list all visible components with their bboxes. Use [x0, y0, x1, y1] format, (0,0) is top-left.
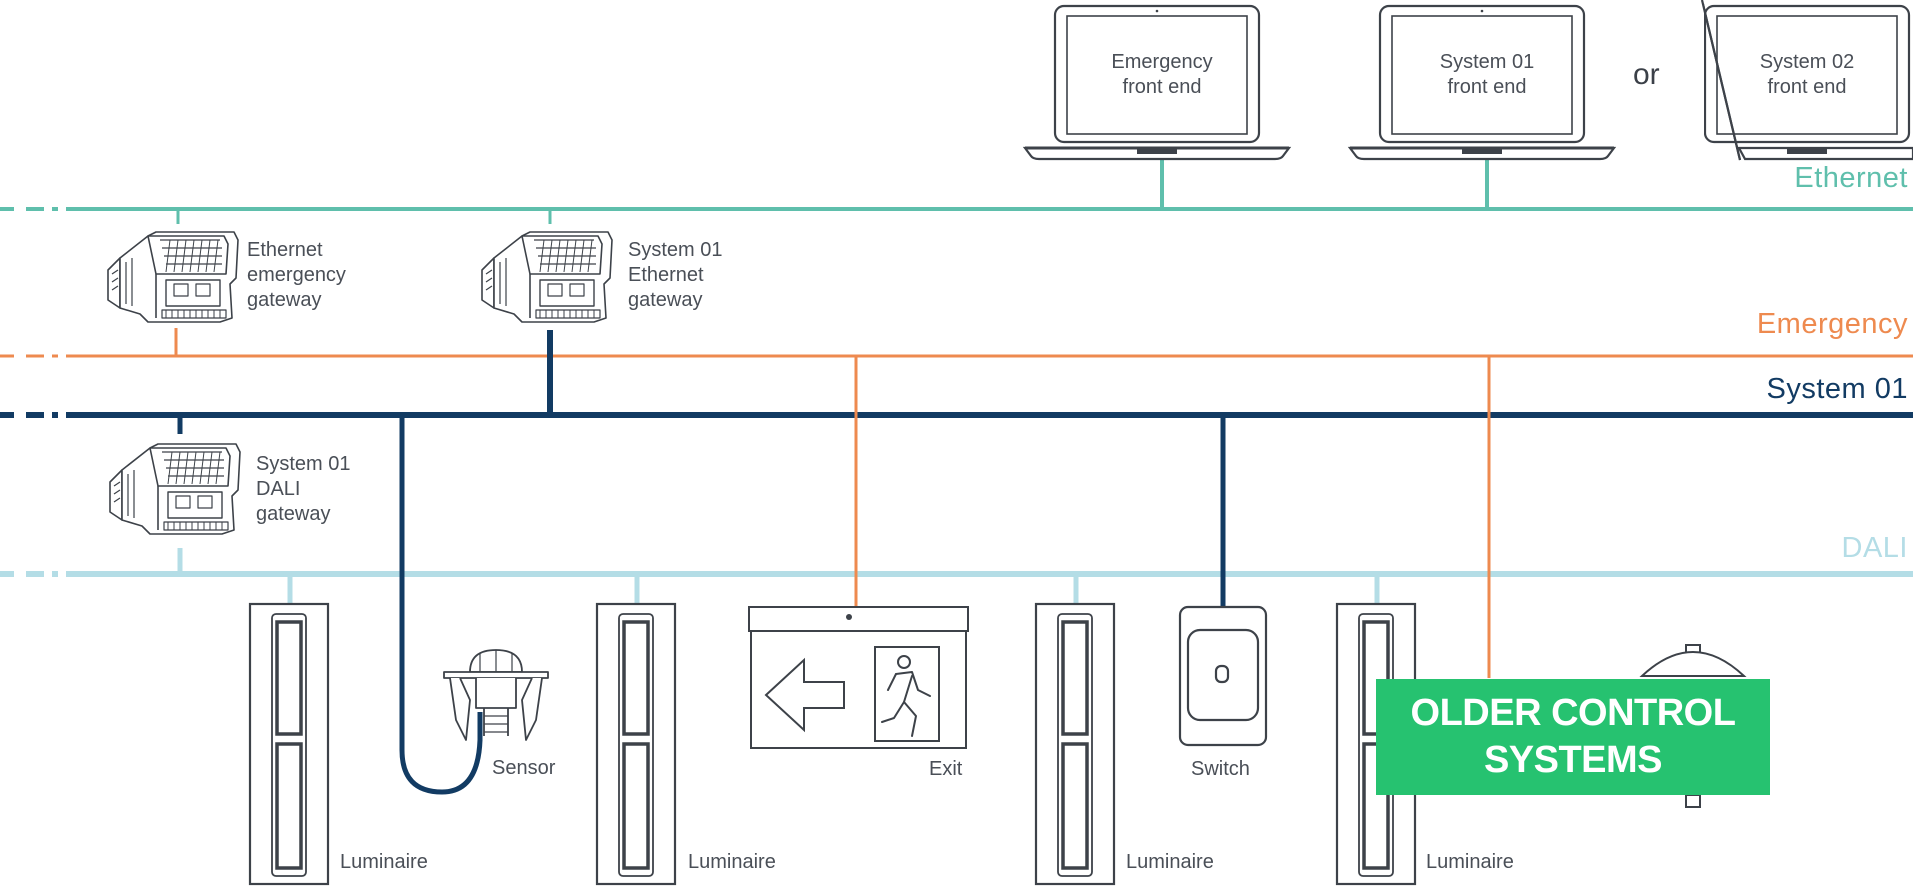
exit-sign-icon: [748, 606, 969, 749]
ceiling-device: [1639, 644, 1747, 808]
gateway-module-icon: [481, 231, 613, 323]
device-label-luminaire: Luminaire: [340, 851, 428, 873]
device-label-luminaire: Luminaire: [1426, 851, 1514, 873]
device-label-switch: Switch: [1191, 758, 1250, 780]
device-label-luminaire: Luminaire: [1126, 851, 1214, 873]
bus-label-dali: DALI: [1841, 532, 1908, 564]
or-label: or: [1633, 58, 1660, 91]
badge-text: OLDER CONTROL SYSTEMS: [1410, 692, 1736, 781]
switch-icon: [1178, 605, 1268, 747]
luminaire-icon: [248, 602, 330, 886]
bus-label-emergency: Emergency: [1756, 308, 1908, 340]
gateway-module-icon: [109, 443, 241, 535]
bus-label-system01: System 01: [1766, 373, 1908, 405]
gateway-label-system01-ethernet: System 01 Ethernet gateway: [628, 239, 723, 311]
laptop-icon: [1680, 0, 1913, 161]
device-label-luminaire: Luminaire: [688, 851, 776, 873]
device-label-sensor: Sensor: [492, 757, 556, 779]
gateway-module-icon: [107, 231, 239, 323]
luminaire-icon: [595, 602, 677, 886]
bus-label-ethernet: Ethernet: [1794, 162, 1908, 194]
running-man-icon: [881, 655, 931, 737]
front-end-label-system02: System 02 front end: [1759, 51, 1855, 98]
front-end-label-system01: System 01 front end: [1439, 51, 1535, 98]
gateway-label-system01-dali: System 01 DALI gateway: [256, 453, 351, 525]
front-end-label-emergency: Emergency front end: [1111, 51, 1213, 98]
device-label-exit: Exit: [929, 758, 963, 780]
older-control-systems-badge: OLDER CONTROL SYSTEMS: [1376, 679, 1770, 795]
gateway-label-ethernet-emergency: Ethernet emergency gateway: [247, 239, 346, 311]
sensor-icon: [443, 649, 549, 741]
luminaire-icon: [1034, 602, 1116, 886]
